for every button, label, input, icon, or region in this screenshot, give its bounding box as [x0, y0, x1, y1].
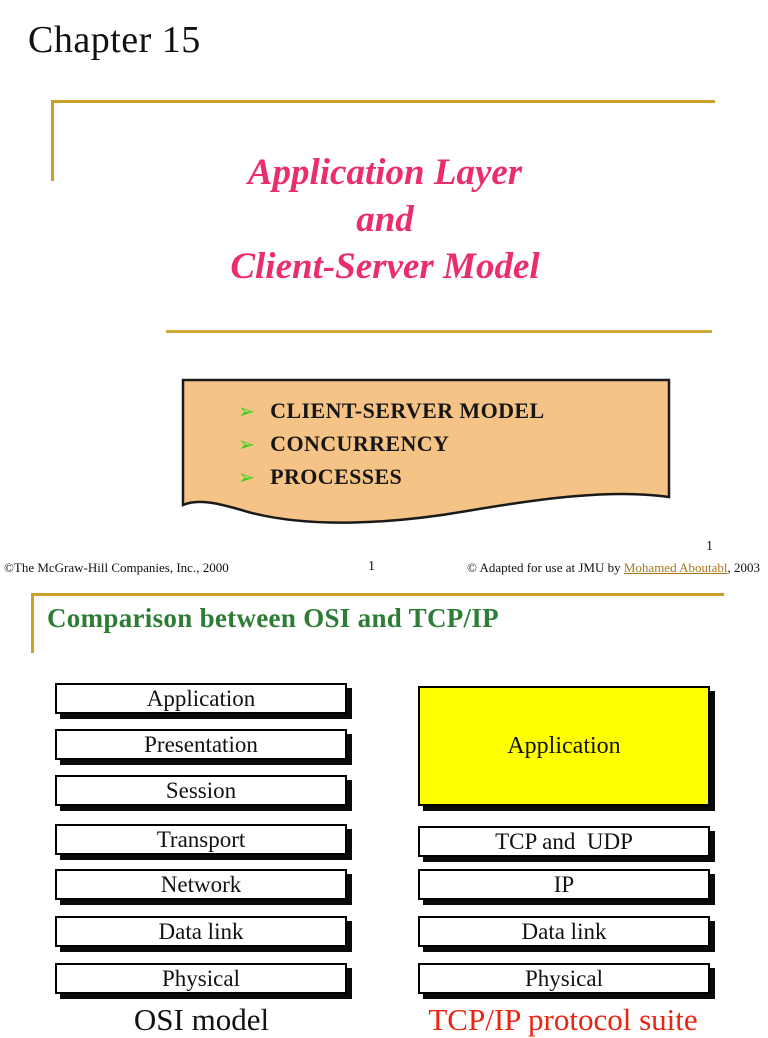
slide1-frame-left-rule	[51, 100, 54, 181]
slide2-frame-left-rule	[31, 593, 34, 653]
slide1-frame-top-rule	[51, 100, 715, 103]
footer-credit-suffix: , 2003	[727, 560, 761, 575]
bullet-item: ➢ CONCURRENCY	[238, 431, 545, 457]
slide1-title-line3: Client-Server Model	[230, 245, 540, 287]
osi-model-caption: OSI model	[133, 1002, 270, 1037]
callout-wave-box	[181, 378, 671, 524]
slide2-frame-top-rule	[31, 593, 724, 596]
footer-adapted-credit: © Adapted for use at JMU by Mohamed Abou…	[467, 560, 760, 576]
bullet-label: CLIENT-SERVER MODEL	[270, 398, 545, 423]
tcpip-layer-physical: Physical	[418, 963, 710, 994]
osi-layer-session: Session	[55, 775, 347, 806]
slide2-heading: Comparison between OSI and TCP/IP	[47, 603, 499, 633]
title-underline-rule	[166, 330, 712, 333]
bullet-item: ➢ PROCESSES	[238, 464, 545, 490]
tcpip-application-label: Application	[507, 732, 621, 759]
tcpip-layer-datalink: Data link	[418, 916, 710, 947]
tcpip-layer-ip: IP	[418, 869, 710, 900]
callout-bullet-list: ➢ CLIENT-SERVER MODEL ➢ CONCURRENCY ➢ PR…	[238, 398, 545, 497]
slide1-title-line1: Application Layer	[247, 152, 523, 193]
bullet-label: PROCESSES	[270, 464, 403, 489]
arrow-bullet-icon: ➢	[238, 465, 256, 489]
page-number-top-right: 1	[706, 539, 713, 554]
arrow-bullet-icon: ➢	[238, 399, 256, 423]
osi-layer-transport: Transport	[55, 824, 347, 855]
bullet-item: ➢ CLIENT-SERVER MODEL	[238, 398, 545, 424]
callout-wave-shape	[181, 378, 671, 524]
footer-page-number-center: 1	[368, 559, 375, 574]
footer-credit-prefix: © Adapted for use at JMU by	[467, 560, 624, 575]
osi-layer-application: Application	[55, 683, 347, 714]
osi-layer-physical: Physical	[55, 963, 347, 994]
osi-layer-network: Network	[55, 869, 347, 900]
slide1-title-line2: and	[356, 198, 414, 240]
footer-copyright-left: ©The McGraw-Hill Companies, Inc., 2000	[4, 560, 229, 575]
tcpip-application-box: Application	[418, 686, 710, 806]
osi-layer-datalink: Data link	[55, 916, 347, 947]
tcpip-layer-tcp-udp: TCP and UDP	[418, 826, 710, 857]
tcpip-suite-caption: TCP/IP protocol suite	[428, 1002, 698, 1037]
arrow-bullet-icon: ➢	[238, 432, 256, 456]
osi-layer-presentation: Presentation	[55, 729, 347, 760]
slide1-title: Application Layer and Client-Server Mode…	[54, 150, 716, 291]
author-link[interactable]: Mohamed Aboutabl	[623, 560, 728, 575]
chapter-title: Chapter 15	[28, 19, 201, 61]
bullet-label: CONCURRENCY	[270, 431, 450, 456]
